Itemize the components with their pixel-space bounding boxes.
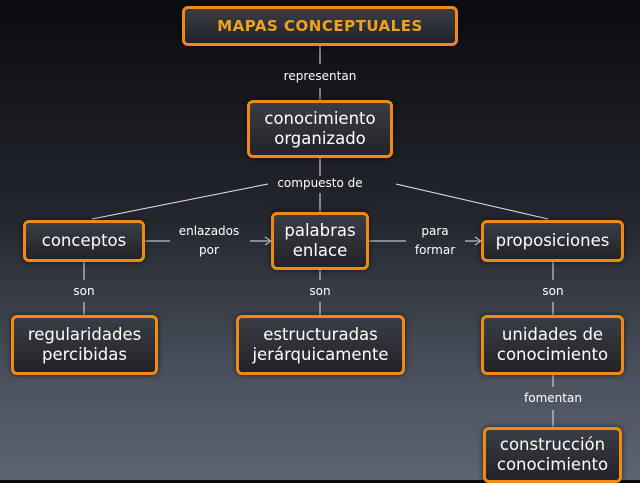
title-node: MAPAS CONCEPTUALES — [182, 6, 458, 46]
label-compuesto-de: compuesto de — [277, 176, 363, 190]
node-conceptos: conceptos — [23, 220, 145, 262]
line-compuesto-right — [395, 183, 549, 220]
node-unidades-de-conocimiento: unidades de conocimiento — [481, 315, 624, 375]
label-enlazados-por: enlazados por — [178, 224, 240, 257]
label-son-mid: son — [309, 284, 331, 298]
label-fomentan: fomentan — [524, 391, 582, 405]
node-construccion-conocimiento: construcción conocimiento — [483, 427, 622, 483]
node-estructuradas-jerarquicamente: estructuradas jerárquicamente — [236, 315, 405, 375]
node-regularidades-percibidas: regularidades percibidas — [11, 315, 158, 375]
label-para-formar: para formar — [414, 224, 456, 257]
label-son-left: son — [73, 284, 95, 298]
label-son-right: son — [542, 284, 564, 298]
node-palabras-enlace: palabras enlace — [271, 212, 369, 270]
label-representan: representan — [283, 69, 357, 83]
line-compuesto-left — [91, 183, 269, 220]
node-conocimiento-organizado: conocimiento organizado — [247, 100, 393, 158]
node-proposiciones: proposiciones — [481, 220, 624, 262]
